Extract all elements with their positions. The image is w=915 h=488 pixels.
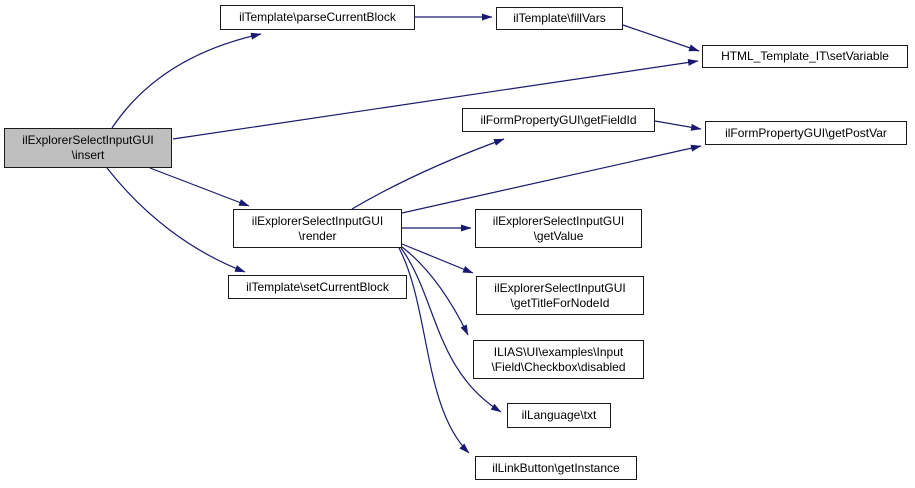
node-label: ilTemplate\fillVars (513, 11, 606, 25)
node-label: ilExplorerSelectInputGUI (251, 213, 384, 228)
node-ilexplorerselectinputgui-render[interactable]: ilExplorerSelectInputGUI \render (233, 209, 402, 248)
node-label: \getTitleForNodeId (510, 295, 610, 310)
edge-insert-to-setvariable (172, 59, 699, 140)
edge-insert-to-render (149, 167, 250, 207)
node-label: \render (298, 228, 337, 243)
node-label: \insert (71, 148, 105, 162)
edge-getfieldid-to-getpostvar (654, 120, 702, 131)
edge-render-to-getpostvar (401, 144, 702, 214)
node-ilias-ui-examples-input-field-checkbox-disabled[interactable]: ILIAS\UI\examples\Input \Field\Checkbox\… (473, 340, 644, 379)
node-illinkbutton-getinstance[interactable]: ilLinkButton\getInstance (475, 456, 637, 480)
node-label: ilExplorerSelectInputGUI (492, 213, 625, 228)
node-illanguage-txt[interactable]: ilLanguage\txt (507, 403, 611, 428)
edge-insert-to-parsecurrentblock (111, 32, 262, 129)
edge-fillvars-to-setvariable (622, 24, 700, 52)
edge-insert-to-setcurrentblock (106, 167, 246, 273)
edge-render-to-gettitlefornodeid (401, 243, 474, 274)
node-ilformpropertygui-getfieldid[interactable]: ilFormPropertyGUI\getFieldId (462, 108, 655, 132)
node-label: ilFormPropertyGUI\getFieldId (480, 112, 637, 127)
node-iltemplate-parsecurrentblock[interactable]: ilTemplate\parseCurrentBlock (220, 5, 415, 30)
edge-render-to-linkbutton (398, 247, 470, 454)
node-iltemplate-setcurrentblock[interactable]: ilTemplate\setCurrentBlock (228, 275, 407, 299)
node-label: ilExplorerSelectInputGUI (22, 133, 154, 147)
node-ilexplorerselectinputgui-insert: ilExplorerSelectInputGUI \insert (4, 128, 172, 168)
node-label: ilFormPropertyGUI\getPostVar (725, 125, 887, 140)
node-ilformpropertygui-getpostvar[interactable]: ilFormPropertyGUI\getPostVar (705, 121, 907, 145)
node-label: ilLinkButton\getInstance (492, 460, 620, 475)
node-label: ILIAS\UI\examples\Input (493, 344, 624, 359)
node-ilexplorerselectinputgui-gettitlefornodeid[interactable]: ilExplorerSelectInputGUI \getTitleForNod… (476, 276, 644, 315)
node-label: HTML_Template_IT\setVariable (721, 49, 889, 63)
node-label: ilExplorerSelectInputGUI (494, 280, 626, 295)
edge-render-to-checkboxdisabled (401, 246, 469, 336)
edge-render-to-getfieldid (351, 138, 505, 210)
node-html-template-it-setvariable[interactable]: HTML_Template_IT\setVariable (702, 45, 908, 68)
node-label: \getValue (533, 228, 584, 243)
node-iltemplate-fillvars[interactable]: ilTemplate\fillVars (496, 7, 623, 30)
node-ilexplorerselectinputgui-getvalue[interactable]: ilExplorerSelectInputGUI \getValue (475, 209, 642, 248)
node-label: \Field\Checkbox\disabled (491, 359, 626, 374)
node-label: ilTemplate\setCurrentBlock (246, 279, 389, 294)
edge-render-to-langtxt (400, 247, 502, 413)
node-label: ilTemplate\parseCurrentBlock (239, 10, 396, 24)
node-label: ilLanguage\txt (521, 408, 597, 422)
